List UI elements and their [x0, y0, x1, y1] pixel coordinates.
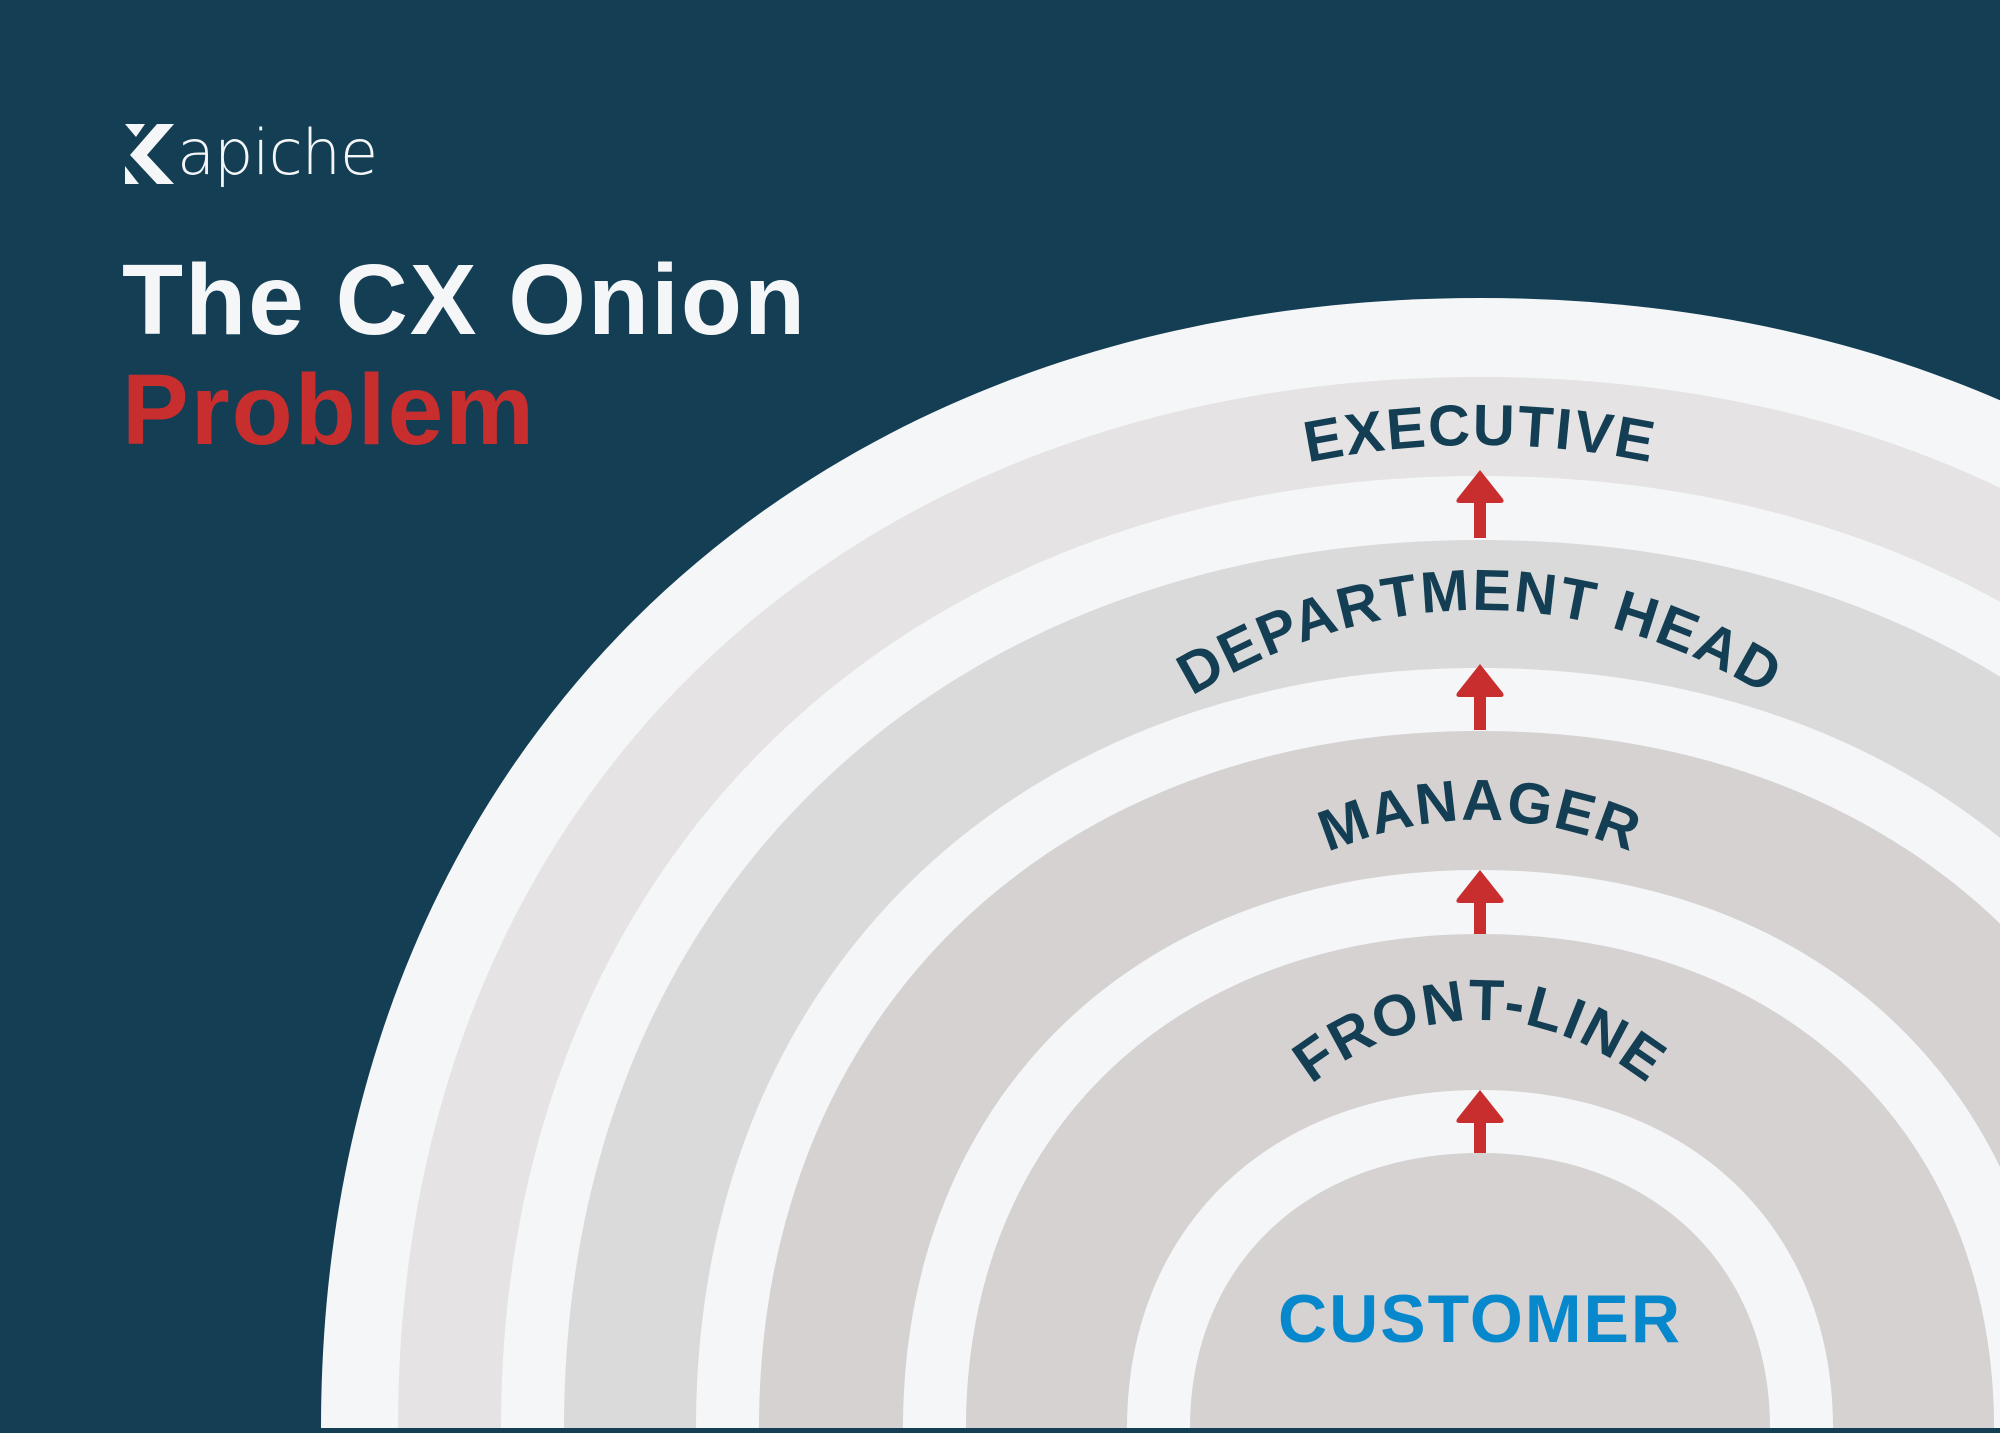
brand-name: apiche	[177, 116, 378, 189]
page-title: The CX Onion Problem	[122, 245, 807, 465]
arrow-up-icon	[1456, 470, 1504, 538]
customer-core	[1190, 1153, 1770, 1433]
brand-logo: apiche	[125, 116, 378, 189]
title-line-2: Problem	[122, 354, 537, 466]
arrow-up-icon	[1456, 870, 1504, 934]
customer-label: CUSTOMER	[1278, 1281, 1682, 1357]
title-line-1: The CX Onion	[122, 244, 808, 356]
arrow-up-icon	[1456, 664, 1504, 730]
arrow-up-icon	[1456, 1090, 1504, 1153]
kapiche-logo-icon	[125, 124, 174, 184]
